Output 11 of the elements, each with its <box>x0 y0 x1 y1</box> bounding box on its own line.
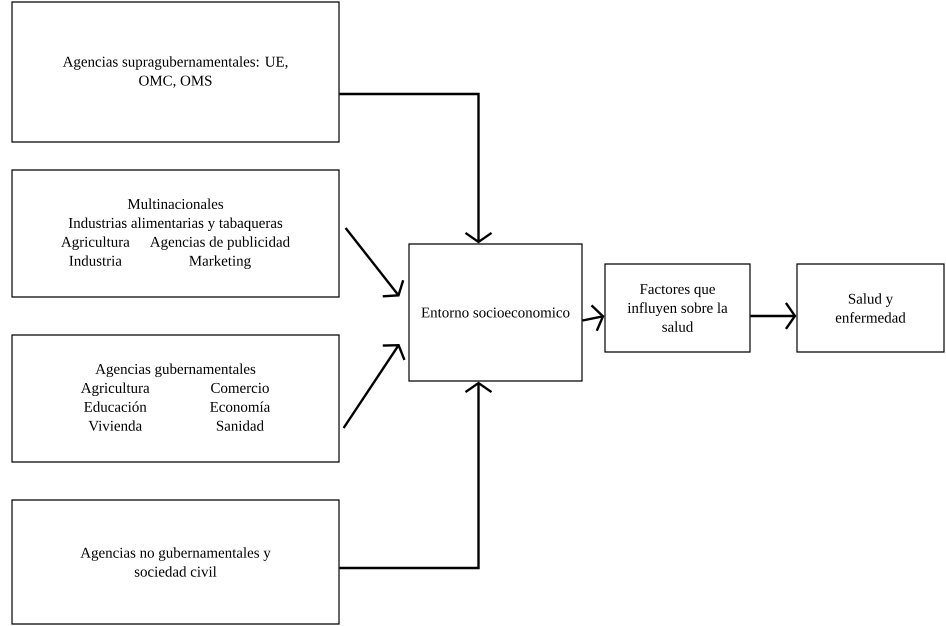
text-box: Multinacionales Industrias alimentarias y tabaqueras Agricultura Agencias de publicidad Industria Marketing <box>11 169 340 298</box>
text-box: Factores que influyen sobre la salud <box>604 263 751 353</box>
text-box: Agencias gubernamentales Agricultura Comercio Educación Economía Vivienda Sanidad <box>11 334 340 463</box>
arrow <box>340 92 492 244</box>
text-box: Agencias supragubernamentales: UE, OMC, OMS <box>11 1 340 143</box>
arrow <box>344 227 404 298</box>
text-box: Entorno socioeconomico <box>408 243 583 382</box>
arrow <box>342 344 406 429</box>
text-box: Salud y enfermedad <box>796 263 945 353</box>
arrow <box>340 382 492 570</box>
text-box: Agencias no gubernamentales y sociedad civil <box>11 499 340 625</box>
